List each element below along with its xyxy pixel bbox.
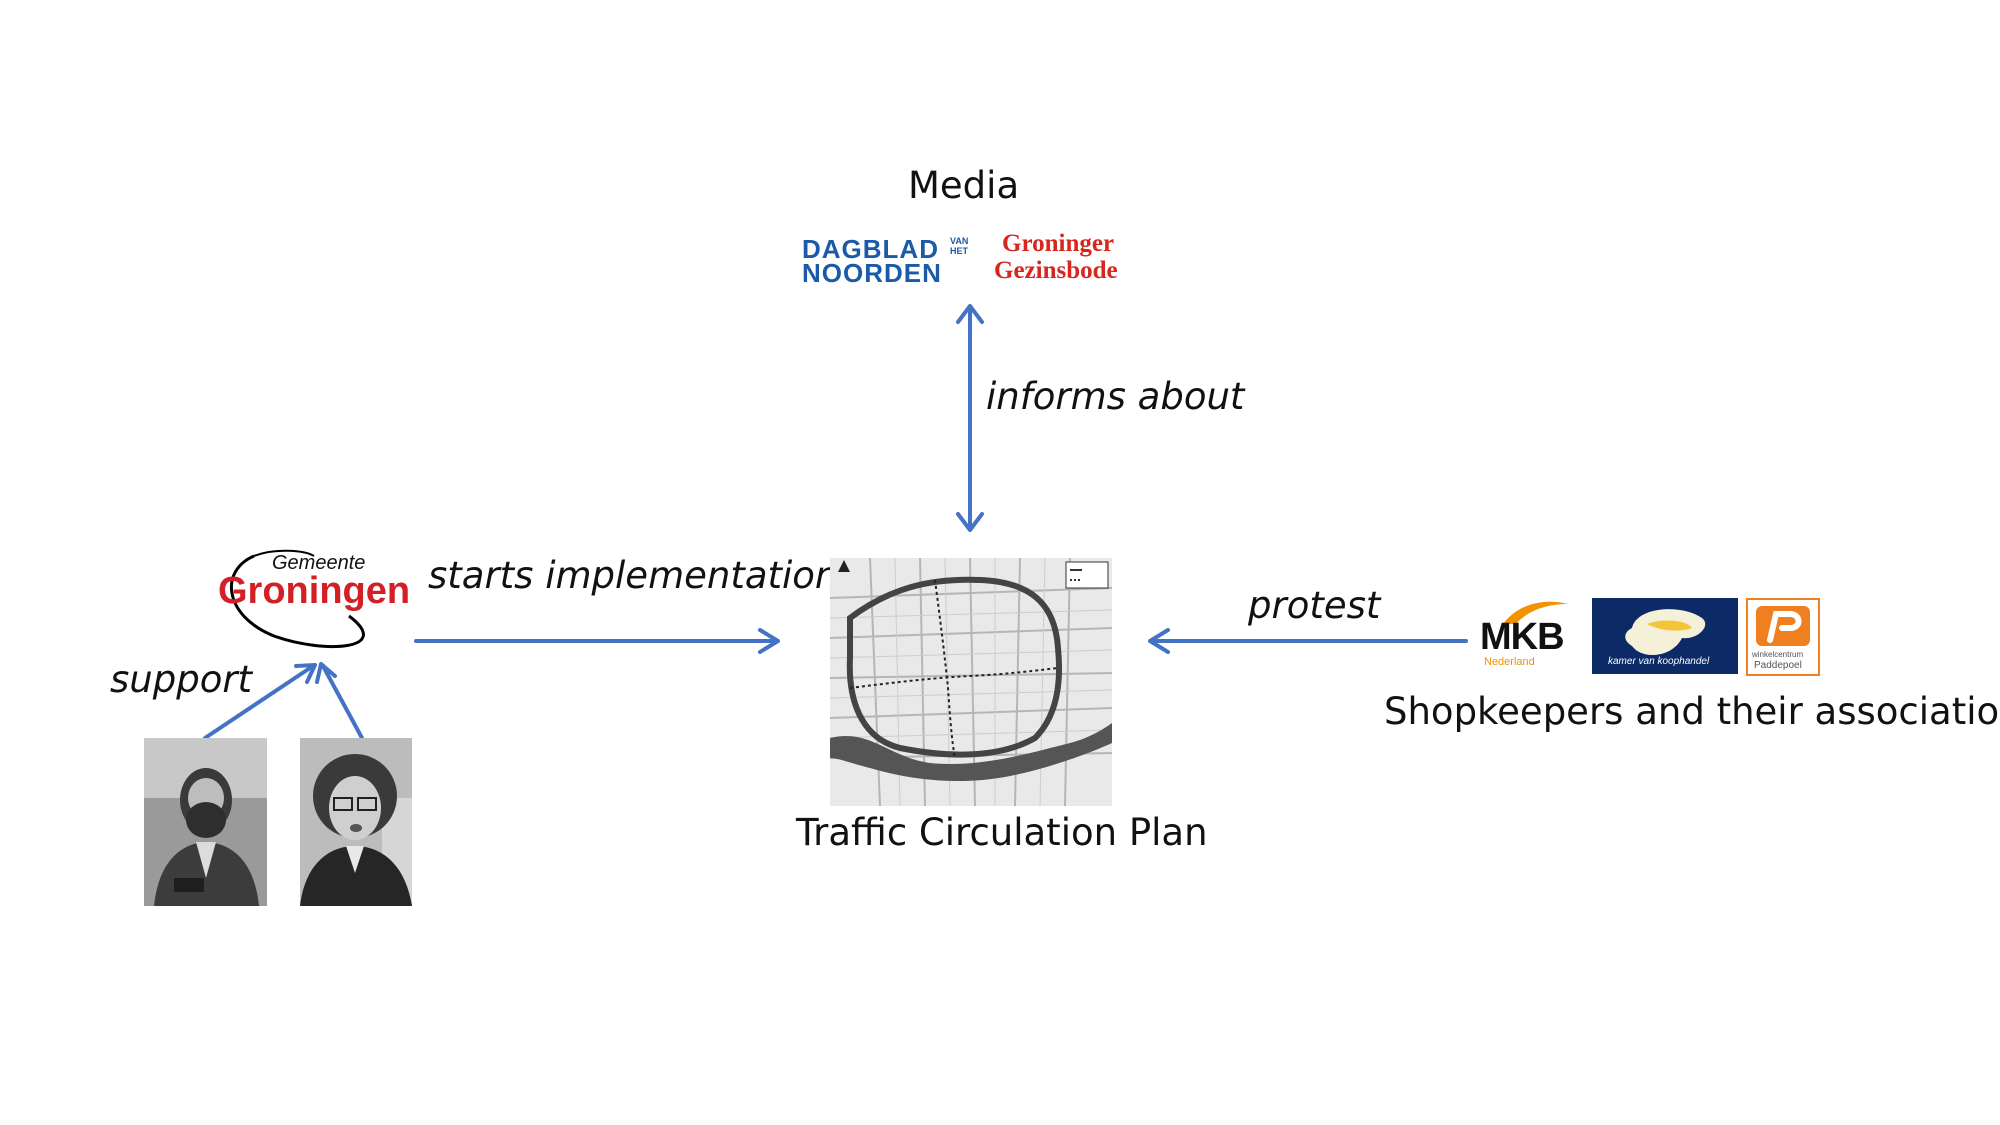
mkb-line2: Nederland (1484, 656, 1535, 668)
person-photo-bearded-man (144, 738, 267, 906)
dagblad-van-het-noorden-logo: DAGBLAD NOORDEN VAN HET (802, 234, 972, 288)
person-photo-man-with-glasses (300, 738, 412, 906)
paddepoel-badge (1756, 606, 1810, 646)
paddepoel-p-icon (1767, 611, 1802, 643)
gemeente-line1: Gemeente (272, 552, 366, 574)
mkb-arc-icon (1503, 601, 1568, 624)
media-label: Media (908, 164, 1020, 207)
kvk-emblem-icon (1625, 609, 1706, 656)
groninger-gezinsbode-logo: Groninger Gezinsbode (994, 230, 1144, 286)
kvk-text: kamer van koophandel (1608, 656, 1710, 667)
plan-label: Traffic Circulation Plan (796, 811, 1208, 854)
gemeente-groningen-logo: Gemeente Groningen (214, 546, 419, 654)
paddepoel-line1: winkelcentrum (1752, 650, 1804, 659)
gezinsbode-line1: Groninger (1002, 230, 1115, 257)
gemeente-line2: Groningen (218, 570, 411, 612)
portrait-2-icon (300, 738, 412, 906)
dagblad-small2: HET (950, 246, 968, 256)
mkb-nederland-logo: MKB Nederland (1478, 598, 1578, 670)
edge-label-protest: protest (1248, 584, 1381, 627)
edge-label-informs-about: informs about (986, 375, 1245, 418)
edge-label-starts-implementation: starts implementation (428, 554, 839, 597)
arrow-informs-about (956, 304, 984, 532)
arrow-protest (1148, 628, 1468, 654)
kamer-van-koophandel-logo: kamer van koophandel (1592, 598, 1738, 674)
dagblad-line2: NOORDEN (802, 258, 942, 288)
mkb-line1: MKB (1480, 616, 1565, 658)
traffic-circulation-map (830, 558, 1112, 806)
arrow-starts-implementation (414, 628, 780, 654)
edge-label-support: support (110, 658, 253, 701)
gezinsbode-line2: Gezinsbode (994, 257, 1118, 284)
gemeente-swoosh-icon (229, 549, 365, 649)
portrait-1-icon (144, 738, 267, 906)
arrow-support (203, 662, 364, 740)
city-map-icon (830, 558, 1112, 806)
dagblad-line1: DAGBLAD (802, 234, 939, 264)
paddepoel-line2: Paddepoel (1754, 660, 1802, 671)
dagblad-small1: VAN (950, 236, 969, 246)
shopkeepers-label: Shopkeepers and their associations (1384, 690, 2000, 733)
winkelcentrum-paddepoel-logo: winkelcentrum Paddepoel (1746, 598, 1820, 676)
